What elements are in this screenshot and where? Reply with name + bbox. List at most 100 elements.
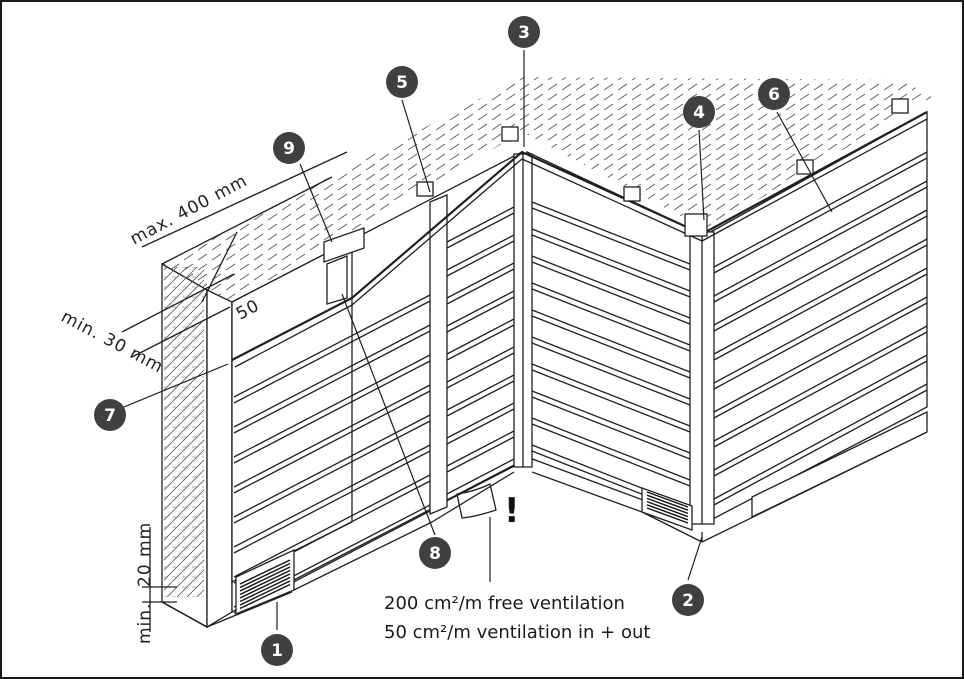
dim-bottom-min: min. xyxy=(135,603,155,644)
callout-number: 7 xyxy=(104,406,116,426)
callout-number: 8 xyxy=(429,544,441,564)
right-board-shadow-line xyxy=(531,423,691,487)
far-board-line xyxy=(713,325,928,442)
callout-5: 5 xyxy=(386,66,418,98)
grille-slat xyxy=(646,491,689,508)
far-board-shadow-line xyxy=(713,186,928,303)
far-board-line xyxy=(713,296,928,413)
ventilation-note-2: 50 cm²/m ventilation in + out xyxy=(384,622,650,643)
callout-circle xyxy=(273,132,305,164)
right-board-line xyxy=(531,228,691,292)
boards-far xyxy=(713,151,928,506)
left-board-line xyxy=(233,384,431,488)
right-board-line xyxy=(531,282,691,346)
starter-profile xyxy=(323,227,365,305)
grille-slat xyxy=(646,494,689,511)
callout-number: 9 xyxy=(283,139,295,159)
mid-board-shadow-line xyxy=(446,268,515,305)
mid-board-line xyxy=(446,346,515,383)
mid-board-shadow-line xyxy=(446,408,515,445)
right-board-line xyxy=(531,255,691,319)
grille-slat xyxy=(239,583,291,610)
left-board-line xyxy=(233,474,431,578)
callout-circle xyxy=(683,96,715,128)
far-board-line xyxy=(713,209,928,326)
boards-mid xyxy=(446,206,515,501)
far-board-line xyxy=(713,354,928,471)
callout-circle xyxy=(419,537,451,569)
grille-slat xyxy=(239,559,291,585)
callout-6: 6 xyxy=(758,78,790,110)
far-board-shadow-line xyxy=(713,331,928,448)
mid-board-shadow-line xyxy=(446,380,515,417)
callout-circle xyxy=(94,399,126,431)
grille-slat xyxy=(239,580,291,606)
left-board-line xyxy=(233,444,431,548)
right-board-line xyxy=(531,309,691,373)
callout-4: 4 xyxy=(683,96,715,128)
callout-number: 1 xyxy=(271,641,283,661)
outer-corner-profile xyxy=(689,231,715,525)
mid-board-shadow-line xyxy=(446,212,515,249)
right-board-line xyxy=(531,336,691,400)
far-board-shadow-line xyxy=(713,389,928,506)
callout-circle xyxy=(758,78,790,110)
grille-slat xyxy=(646,500,689,518)
mid-board-line xyxy=(446,262,515,299)
ventilation-note-1: 200 cm²/m free ventilation xyxy=(384,593,625,614)
right-board-shadow-line xyxy=(531,288,691,352)
left-board-shadow-line xyxy=(233,390,431,494)
mid-board-line xyxy=(446,206,515,243)
far-board-line xyxy=(713,180,928,297)
callout-leaders xyxy=(123,50,833,630)
far-board-shadow-line xyxy=(713,302,928,419)
grille-slat xyxy=(646,497,689,515)
grille-slat xyxy=(239,569,291,596)
right-board-shadow-line xyxy=(531,261,691,325)
right-board-line xyxy=(531,390,691,454)
far-board-line xyxy=(713,238,928,355)
top-rail xyxy=(231,98,928,368)
left-board-line xyxy=(233,354,431,458)
callout-9: 9 xyxy=(273,132,305,164)
warning-mark: ! xyxy=(504,491,520,531)
top-hatch-surface xyxy=(162,77,932,302)
far-board-shadow-line xyxy=(713,244,928,361)
right-board-line xyxy=(531,417,691,481)
left-wall-section xyxy=(161,262,293,629)
callout-number: 5 xyxy=(396,73,408,93)
right-board-shadow-line xyxy=(531,234,691,298)
mid-board-line xyxy=(446,318,515,355)
far-board-shadow-line xyxy=(713,360,928,477)
mid-board-shadow-line xyxy=(446,436,515,473)
far-board-shadow-line xyxy=(713,273,928,390)
right-board-shadow-line xyxy=(531,342,691,406)
left-board-shadow-line xyxy=(233,300,431,404)
callout-badges: 1 2 3 4 5 6 7 8 9 xyxy=(94,16,790,666)
right-board-line xyxy=(531,363,691,427)
mid-board-shadow-line xyxy=(446,324,515,361)
callout-number: 3 xyxy=(518,23,530,43)
mid-board-line xyxy=(446,290,515,327)
mid-board-line xyxy=(446,234,515,271)
callout-circle xyxy=(261,634,293,666)
grille-slat xyxy=(239,566,291,592)
grille-slat xyxy=(239,576,291,603)
callout-3: 3 xyxy=(508,16,540,48)
left-board-shadow-line xyxy=(233,360,431,464)
right-board-line xyxy=(531,201,691,265)
mid-board-shadow-line xyxy=(446,296,515,333)
callout-number: 2 xyxy=(682,591,694,611)
grille-slat xyxy=(239,573,291,599)
vertical-batten-left xyxy=(429,194,448,515)
far-board-line xyxy=(713,151,928,268)
ventilation-grille-right xyxy=(641,487,693,531)
left-board-shadow-line xyxy=(233,330,431,434)
ventilation-grille-left xyxy=(235,548,295,615)
callout-2: 2 xyxy=(672,584,704,616)
grille-slat xyxy=(646,504,689,521)
grille-slat xyxy=(239,562,291,589)
right-board-shadow-line xyxy=(531,396,691,460)
far-board-line xyxy=(713,383,928,500)
